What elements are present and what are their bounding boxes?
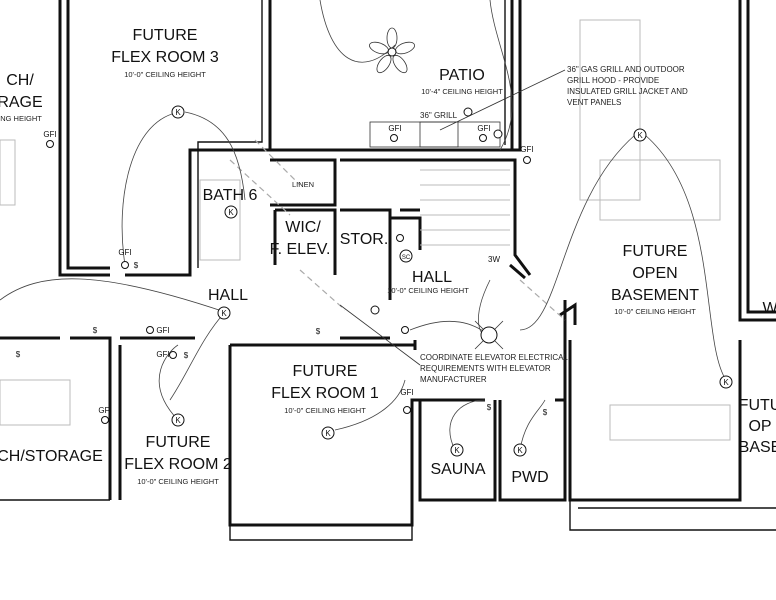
hall-label: HALL bbox=[412, 269, 452, 286]
svg-text:K: K bbox=[517, 446, 523, 455]
svg-text:BASEMENT: BASEMENT bbox=[611, 287, 699, 304]
patio-label: PATIO bbox=[439, 67, 485, 84]
svg-text:K: K bbox=[325, 429, 331, 438]
svg-text:STOR.: STOR. bbox=[340, 231, 389, 248]
svg-text:GFI: GFI bbox=[156, 326, 169, 335]
svg-text:K: K bbox=[175, 416, 181, 425]
svg-text:K: K bbox=[637, 131, 643, 140]
svg-text:10'-0" CEILING HEIGHT: 10'-0" CEILING HEIGHT bbox=[387, 286, 469, 295]
svg-text:PWD: PWD bbox=[511, 469, 548, 486]
svg-text:10'-4" CEILING HEIGHT: 10'-4" CEILING HEIGHT bbox=[421, 87, 503, 96]
svg-text:VENT PANELS: VENT PANELS bbox=[567, 98, 621, 107]
svg-text:GFI: GFI bbox=[98, 406, 111, 415]
svg-text:W: W bbox=[762, 300, 776, 317]
svg-text:FUTU: FUTU bbox=[739, 397, 776, 414]
svg-text:K: K bbox=[228, 208, 234, 217]
svg-text:BASE: BASE bbox=[739, 439, 776, 456]
room-labels: FUTURE FLEX ROOM 3 10'-0" CEILING HEIGHT… bbox=[0, 27, 776, 486]
svg-text:F. ELEV.: F. ELEV. bbox=[270, 241, 331, 258]
svg-text:HALL: HALL bbox=[208, 287, 248, 304]
svg-text:10'-0" CEILING HEIGHT: 10'-0" CEILING HEIGHT bbox=[284, 406, 366, 415]
keyless-fixture-icons: K K K K K K K K K SC bbox=[171, 105, 733, 457]
svg-text:GFI: GFI bbox=[156, 350, 169, 359]
svg-text:INSULATED GRILL JACKET AND: INSULATED GRILL JACKET AND bbox=[567, 87, 688, 96]
annotations: 36" GRILL 36" GAS GRILL AND OUTDOOR GRIL… bbox=[420, 65, 688, 384]
svg-text:$: $ bbox=[16, 350, 21, 359]
svg-text:SC: SC bbox=[402, 255, 411, 261]
svg-text:FLEX ROOM 2: FLEX ROOM 2 bbox=[124, 456, 232, 473]
svg-text:CH/STORAGE: CH/STORAGE bbox=[0, 448, 103, 465]
svg-text:$: $ bbox=[93, 326, 98, 335]
ceiling-fan-icon bbox=[369, 27, 415, 74]
svg-text:OP: OP bbox=[748, 418, 771, 435]
svg-text:K: K bbox=[454, 446, 460, 455]
svg-text:FLEX ROOM 1: FLEX ROOM 1 bbox=[271, 385, 379, 402]
svg-text:GFI: GFI bbox=[388, 124, 401, 133]
bath6-label: BATH 6 bbox=[203, 187, 258, 204]
svg-text:WIC/: WIC/ bbox=[285, 219, 321, 236]
walls bbox=[0, 0, 776, 541]
svg-text:3W: 3W bbox=[488, 255, 500, 264]
svg-text:FUTURE: FUTURE bbox=[293, 363, 358, 380]
svg-text:ING HEIGHT: ING HEIGHT bbox=[0, 114, 42, 123]
svg-text:FUTURE: FUTURE bbox=[623, 243, 688, 260]
svg-text:$: $ bbox=[316, 327, 321, 336]
svg-text:$: $ bbox=[543, 408, 548, 417]
svg-text:10'-0" CEILING HEIGHT: 10'-0" CEILING HEIGHT bbox=[614, 307, 696, 316]
svg-text:GFI: GFI bbox=[43, 130, 56, 139]
svg-text:RAGE: RAGE bbox=[0, 94, 43, 111]
grill-label: 36" GRILL bbox=[420, 111, 458, 120]
svg-text:REQUIREMENTS WITH ELEVATOR: REQUIREMENTS WITH ELEVATOR bbox=[420, 364, 551, 373]
svg-text:K: K bbox=[175, 108, 181, 117]
svg-text:GFI: GFI bbox=[520, 145, 533, 154]
svg-text:$: $ bbox=[134, 261, 139, 270]
svg-text:GFI: GFI bbox=[477, 124, 490, 133]
svg-text:$: $ bbox=[184, 351, 189, 360]
svg-text:SAUNA: SAUNA bbox=[430, 461, 485, 478]
svg-text:COORDINATE ELEVATOR ELECTRICAL: COORDINATE ELEVATOR ELECTRICAL bbox=[420, 353, 568, 362]
svg-text:10'-0" CEILING HEIGHT: 10'-0" CEILING HEIGHT bbox=[137, 477, 219, 486]
svg-text:OPEN: OPEN bbox=[632, 265, 677, 282]
flex3-line1: FUTURE bbox=[133, 27, 198, 44]
svg-text:GFI: GFI bbox=[400, 388, 413, 397]
svg-text:CH/: CH/ bbox=[6, 72, 34, 89]
svg-text:36" GAS GRILL AND OUTDOOR: 36" GAS GRILL AND OUTDOOR bbox=[567, 65, 685, 74]
svg-text:MANUFACTURER: MANUFACTURER bbox=[420, 375, 487, 384]
light-fixture-icon bbox=[474, 320, 504, 350]
svg-text:GRILL HOOD - PROVIDE: GRILL HOOD - PROVIDE bbox=[567, 76, 659, 85]
electrical-symbols: GFI GFI $ GFI GFI GFI 3W $ GFI GFI $ $ G… bbox=[16, 124, 548, 424]
flex3-line2: FLEX ROOM 3 bbox=[111, 49, 219, 66]
svg-text:FUTURE: FUTURE bbox=[146, 434, 211, 451]
svg-text:K: K bbox=[723, 378, 729, 387]
svg-text:$: $ bbox=[487, 403, 492, 412]
svg-text:K: K bbox=[221, 309, 227, 318]
svg-text:GFI: GFI bbox=[118, 248, 131, 257]
flex3-ceiling: 10'-0" CEILING HEIGHT bbox=[124, 70, 206, 79]
svg-text:LINEN: LINEN bbox=[292, 180, 314, 189]
wiring bbox=[0, 0, 727, 451]
